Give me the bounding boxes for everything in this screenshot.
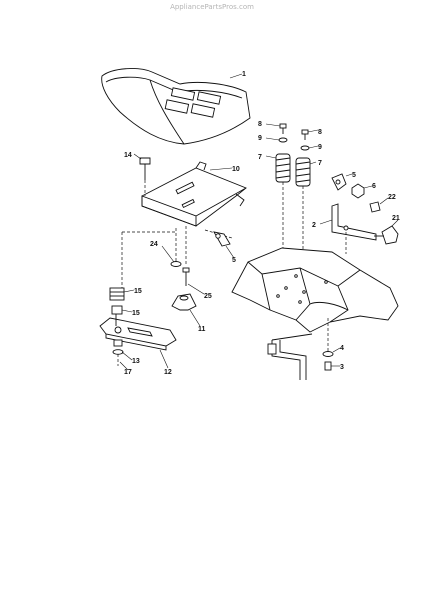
label-part-2: 2 — [312, 222, 316, 229]
label-part-5-right: 5 — [352, 172, 356, 179]
label-part-15-lower: 15 — [132, 310, 140, 317]
label-part-22: 22 — [388, 194, 396, 201]
label-part-8-left: 8 — [258, 121, 262, 128]
label-part-13: 13 — [132, 358, 140, 365]
label-part-3: 3 — [340, 364, 344, 371]
label-part-17: 17 — [124, 369, 132, 376]
clip-5-left — [213, 231, 235, 259]
chassis-fender — [231, 247, 399, 333]
washer-9-right — [300, 145, 319, 151]
label-part-15-upper: 15 — [134, 288, 142, 295]
washer-24 — [161, 245, 182, 267]
clip-5-right — [331, 173, 353, 191]
label-part-11: 11 — [198, 326, 206, 333]
label-part-21: 21 — [392, 215, 400, 222]
label-part-12: 12 — [164, 369, 172, 376]
nut-6 — [351, 183, 373, 199]
washer-4 — [322, 318, 341, 357]
label-part-6: 6 — [372, 183, 376, 190]
clip-22 — [369, 197, 389, 213]
seat-pan — [141, 161, 247, 227]
label-part-24: 24 — [150, 241, 158, 248]
bracket-2 — [319, 203, 377, 241]
label-part-7-right: 7 — [318, 160, 322, 167]
bolt-25 — [182, 267, 205, 295]
spring-7-left — [265, 153, 291, 183]
knob-21 — [374, 219, 399, 245]
spring-7-right — [295, 157, 317, 187]
label-part-8-right: 8 — [318, 129, 322, 136]
label-part-4: 4 — [340, 345, 344, 352]
bolt-14 — [133, 153, 151, 196]
label-part-14: 14 — [124, 152, 132, 159]
bolt-3 — [324, 361, 340, 371]
label-part-25: 25 — [204, 293, 212, 300]
bolt-8-left — [265, 123, 287, 134]
washer-9-left — [265, 137, 288, 143]
label-part-7-left: 7 — [258, 154, 262, 161]
watermark-text: AppliancePartsPros.com — [170, 3, 254, 11]
spacer-15 — [111, 305, 133, 315]
seat — [101, 68, 251, 145]
label-part-10: 10 — [232, 166, 240, 173]
spring-15 — [109, 287, 135, 301]
label-part-5-left: 5 — [232, 257, 236, 264]
label-part-1: 1 — [242, 71, 246, 78]
fastener-13-17 — [112, 339, 133, 371]
bolt-8-right — [301, 129, 319, 140]
bracket-12 — [99, 314, 177, 369]
label-part-9-right: 9 — [318, 144, 322, 151]
knob-11 — [171, 293, 201, 327]
label-part-9-left: 9 — [258, 135, 262, 142]
frame-support — [267, 333, 313, 380]
